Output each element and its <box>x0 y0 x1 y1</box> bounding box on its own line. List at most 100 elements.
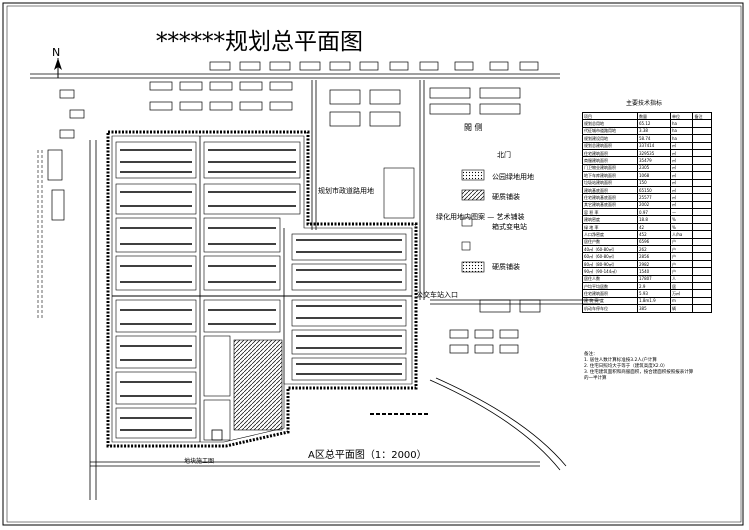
table-cell <box>692 304 712 313</box>
table-cell: ㎡ <box>670 141 694 150</box>
table-cell: 居住人数 <box>582 274 638 284</box>
table-cell: 住宅建筑基底面积 <box>582 193 638 202</box>
table-cell: 58.74 <box>636 134 672 143</box>
table-cell <box>692 193 712 202</box>
table-cell <box>692 148 712 158</box>
table-cell: 35479 <box>636 156 672 165</box>
table-cell <box>692 185 712 195</box>
plan-caption: A区总平面图（1：2000） <box>308 450 427 461</box>
table-cell: % <box>670 215 694 224</box>
table-cell: 25577 <box>636 193 672 202</box>
table-cell: 65.12 <box>636 119 672 128</box>
roads <box>30 73 600 500</box>
table-cell <box>692 208 712 217</box>
table-cell: 规划总建筑面积 <box>582 141 638 150</box>
legend-swatches <box>461 169 485 273</box>
table-cell: 40㎡（60-80㎡） <box>582 245 638 254</box>
sheet-number: 地块施工图 <box>184 458 215 465</box>
table-cell: — <box>670 208 694 217</box>
table-cell: 2856 <box>636 252 672 261</box>
table-cell: 住宅建筑面积 <box>582 289 638 298</box>
table-cell: 90㎡（90-144㎡） <box>582 267 638 276</box>
table-cell: % <box>670 222 694 232</box>
table-cell: 数量 <box>636 111 672 121</box>
note-line: 3. 住宅建筑面积和商服面积，按合建面积按照报表计算 <box>584 370 694 375</box>
railway <box>37 150 43 320</box>
table-cell: 户 <box>670 237 694 247</box>
table-cell: 户 <box>670 267 694 276</box>
table-cell: 452 <box>636 230 672 239</box>
table-cell: 户均平均居数 <box>582 281 638 291</box>
table-cell: ha <box>670 134 694 143</box>
table-cell: 单位 <box>670 111 694 121</box>
table-cell: 3.38 <box>636 126 672 136</box>
table-cell: 329535 <box>636 148 672 158</box>
road-label: 规划市政道路用地 <box>318 187 374 195</box>
table-cell: 万㎡ <box>670 289 694 298</box>
table-cell: 150 <box>636 178 672 187</box>
north-arrow-icon <box>54 58 62 78</box>
table-cell <box>692 215 712 224</box>
table-cell: ㎡ <box>670 193 694 202</box>
table-cell: 5.93 <box>636 289 672 298</box>
table-cell: 住宅建筑面积 <box>582 148 638 158</box>
sheet-inner-border <box>6 5 742 523</box>
table-cell <box>692 178 712 187</box>
table-cell: 备注 <box>692 111 712 121</box>
table-cell: 建筑基底面积 <box>582 185 638 195</box>
table-cell: 户 <box>670 245 694 254</box>
west-building-label: 閲 侧 <box>464 123 483 132</box>
table-cell <box>692 200 712 210</box>
table-cell: 385 <box>636 304 672 313</box>
north-gate-plaza <box>383 167 415 219</box>
table-cell: 2002 <box>636 200 672 210</box>
table-cell: 容 积 率 <box>582 208 638 217</box>
legend-item: 公园绿地用地 <box>492 173 534 181</box>
indicator-table-title: 主要技术指标 <box>626 100 663 107</box>
table-cell <box>692 252 712 261</box>
table-cell <box>692 134 712 143</box>
drawing-title: ******规划总平面图 <box>156 29 363 55</box>
table-cell: ㎡ <box>670 178 694 187</box>
table-cell: 2982 <box>636 259 672 269</box>
table-cell: ㎡ <box>670 171 694 180</box>
table-cell <box>692 141 712 150</box>
table-cell: 1540 <box>636 267 672 276</box>
table-cell: 18.8 <box>636 215 672 224</box>
table-cell <box>692 156 712 165</box>
table-cell: 居住户数 <box>582 237 638 247</box>
table-cell: 门卫物业建筑面积 <box>582 163 638 173</box>
table-cell: 规划建设用地 <box>582 134 638 143</box>
table-cell: 2.9 <box>636 281 672 291</box>
table-header-row: 项目数量单位备注 <box>582 111 712 121</box>
table-cell: ㎡ <box>670 148 694 158</box>
table-cell: ㎡ <box>670 200 694 210</box>
table-cell <box>692 119 712 128</box>
table-cell: ㎡ <box>670 163 694 173</box>
legend-item: 硬质铺装 <box>492 193 520 201</box>
sheet-border <box>2 2 744 526</box>
note-line: 的一半计算 <box>584 376 607 381</box>
notes-block: 备注： 1. 居住人数计算标准按3.2人/户计算 2. 住宅日照均大于等于（建筑… <box>584 352 693 382</box>
table-cell <box>692 171 712 180</box>
table-cell: 辆 <box>670 304 694 313</box>
note-line: 1. 居住人数计算标准按3.2人/户计算 <box>584 358 657 363</box>
table-cell: 规划总用地 <box>582 119 638 128</box>
